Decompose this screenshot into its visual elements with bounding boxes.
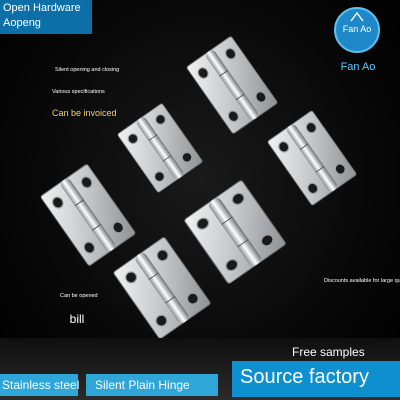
hinge-2 [116,102,204,194]
note-specs: Various specifications [52,89,105,95]
hinge-5 [183,179,287,285]
hinge-label: Silent Plain Hinge [95,378,190,392]
hinge-4 [39,163,137,267]
note-silent: Silent opening and closing [55,67,120,73]
brand-subname: Aopeng [3,17,41,29]
hinge-products [39,35,358,340]
factory-pill [232,361,400,397]
logo-badge-text: Fan Ao [342,24,372,34]
note-bill: bill [69,312,85,326]
hinge-logo-icon [350,12,364,22]
source-factory-label: Source factory [240,366,369,388]
hinge-3 [266,109,358,207]
free-samples-label: Free samples [292,345,365,359]
logo-name: Fan Ao [340,61,376,73]
note-opened: Can be opened [60,293,98,299]
logo-badge: Fan Ao [334,7,380,53]
note-discounts: Discounts available for large quantities [324,278,400,284]
brand-tag: Open Hardware Aopeng [0,0,92,34]
hinge-pill [86,374,218,396]
hinge-1 [185,35,279,135]
hinge-6 [112,236,212,340]
note-invoiced: Can be invoiced [52,108,117,118]
brand-name: Open Hardware [3,2,81,14]
stainless-pill [0,374,78,396]
stainless-label: Stainless steel [2,378,80,392]
